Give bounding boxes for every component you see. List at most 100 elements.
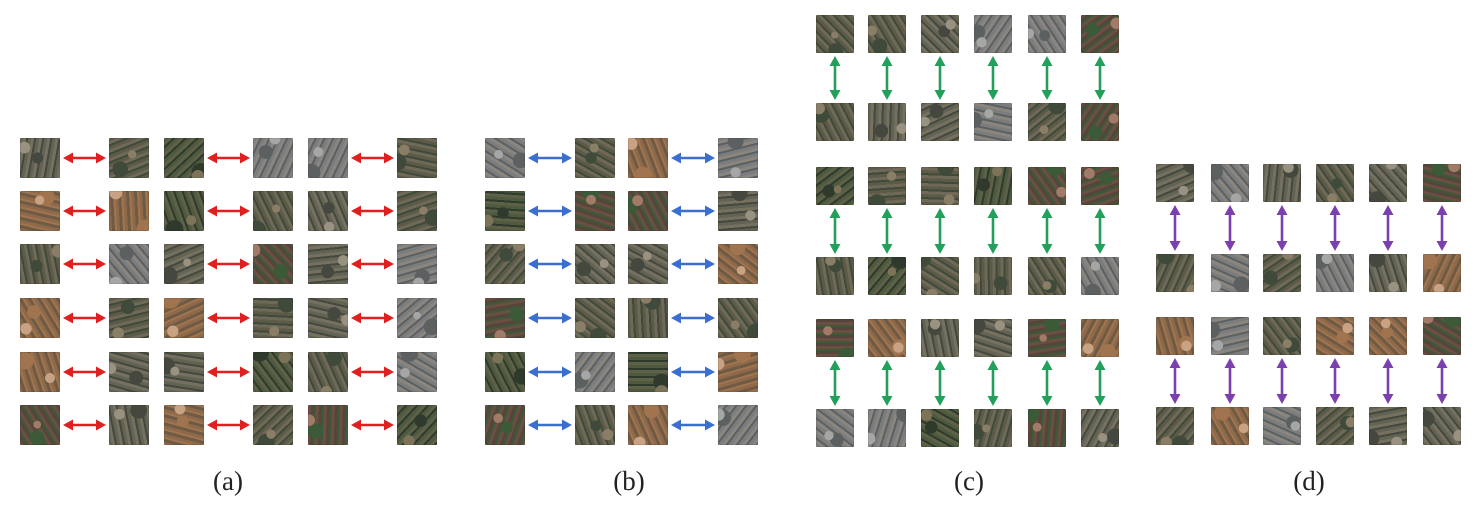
panel-d-tile-bottom-0-4 [1369,254,1407,292]
panel-a-tile-left-0-3 [20,298,60,338]
panel-d-double-arrow-icon-0-2 [1276,205,1288,251]
panel-a-tile-left-0-1 [20,191,60,231]
panel-a-tile-left-2-1 [308,191,348,231]
panel-b-tile-right-0-5 [575,405,615,445]
panel-b-double-arrow-icon-0-5 [528,419,572,431]
panel-a-tile-right-1-3 [253,298,293,338]
panel-d-tile-bottom-1-3 [1316,407,1354,445]
panel-a-tile-left-2-3 [308,298,348,338]
panel-c-double-arrow-icon-1-1 [881,208,893,254]
panel-b-tile-right-1-0 [718,138,758,178]
panel-d-tile-bottom-0-3 [1316,254,1354,292]
panel-d-double-arrow-icon-0-5 [1436,205,1448,251]
panel-c-double-arrow-icon-1-0 [829,208,841,254]
panel-b-double-arrow-icon-0-4 [528,366,572,378]
panel-b-tile-left-1-0 [628,138,668,178]
panel-d-double-arrow-icon-0-0 [1169,205,1181,251]
panel-c-tile-bottom-2-4 [1028,409,1066,447]
panel-a-tile-right-0-4 [109,352,149,392]
panel-a-tile-right-0-5 [109,405,149,445]
panel-b-tile-right-0-3 [575,298,615,338]
panel-a-double-arrow-icon-2-3 [351,312,394,324]
panel-a-tile-left-0-4 [20,352,60,392]
panel-c-tile-top-1-0 [816,167,854,205]
panel-d-tile-top-1-2 [1263,317,1301,355]
panel-c-double-arrow-icon-1-2 [934,208,946,254]
panel-a-double-arrow-icon-1-4 [207,366,250,378]
panel-b-tile-left-0-2 [485,244,525,284]
panel-b-tile-right-0-0 [575,138,615,178]
panel-c-tile-bottom-2-5 [1081,409,1119,447]
panel-b-double-arrow-icon-0-3 [528,312,572,324]
panel-b-tile-left-0-4 [485,352,525,392]
panel-c-tile-bottom-1-2 [921,257,959,295]
panel-c-tile-bottom-2-1 [868,409,906,447]
panel-a-tile-left-2-5 [308,405,348,445]
panel-b-double-arrow-icon-1-5 [671,419,715,431]
panel-b-double-arrow-icon-1-1 [671,205,715,217]
caption-c: (c) [954,466,984,496]
panel-b-tile-right-0-4 [575,352,615,392]
panel-b-double-arrow-icon-1-0 [671,152,715,164]
panel-d-tile-bottom-0-2 [1263,254,1301,292]
panel-b-tile-left-1-5 [628,405,668,445]
panel-c-tile-bottom-1-3 [974,257,1012,295]
panel-b-tile-left-0-1 [485,191,525,231]
panel-c-tile-top-1-3 [974,167,1012,205]
panel-b-double-arrow-icon-0-2 [528,258,572,270]
panel-c-tile-bottom-0-1 [868,103,906,141]
panel-c-tile-top-2-1 [868,319,906,357]
panel-a-tile-right-0-3 [109,298,149,338]
panel-d-tile-top-0-3 [1316,164,1354,202]
panel-a-tile-right-2-0 [397,138,437,178]
panel-a-double-arrow-icon-0-1 [63,205,106,217]
panel-a-double-arrow-icon-1-0 [207,152,250,164]
panel-c-tile-top-1-2 [921,167,959,205]
panel-c-tile-bottom-0-0 [816,103,854,141]
panel-b-double-arrow-icon-0-1 [528,205,572,217]
panel-a-tile-left-1-4 [164,352,204,392]
panel-c-tile-top-2-0 [816,319,854,357]
panel-d-double-arrow-icon-1-5 [1436,358,1448,404]
panel-b-tile-left-1-1 [628,191,668,231]
panel-a-tile-left-1-5 [164,405,204,445]
panel-c-tile-top-2-3 [974,319,1012,357]
panel-c-tile-top-0-3 [974,15,1012,53]
panel-c-double-arrow-icon-2-4 [1041,360,1053,406]
panel-c-tile-top-0-0 [816,15,854,53]
panel-b-tile-left-1-3 [628,298,668,338]
panel-d-tile-bottom-0-5 [1423,254,1461,292]
panel-c-tile-bottom-1-4 [1028,257,1066,295]
panel-c-tile-top-0-1 [868,15,906,53]
panel-c-double-arrow-icon-1-4 [1041,208,1053,254]
panel-c-tile-top-2-5 [1081,319,1119,357]
panel-a-tile-right-2-5 [397,405,437,445]
panel-d-tile-bottom-1-1 [1211,407,1249,445]
panel-a-tile-right-0-0 [109,138,149,178]
panel-d-tile-bottom-0-0 [1156,254,1194,292]
panel-a-tile-right-2-3 [397,298,437,338]
panel-a-tile-left-1-1 [164,191,204,231]
panel-c-tile-top-2-4 [1028,319,1066,357]
panel-d-tile-bottom-1-0 [1156,407,1194,445]
panel-a-tile-left-2-0 [308,138,348,178]
panel-d-tile-bottom-0-1 [1211,254,1249,292]
panel-c-tile-top-0-2 [921,15,959,53]
panel-b-double-arrow-icon-1-3 [671,312,715,324]
panel-d-tile-top-1-5 [1423,317,1461,355]
panel-a-tile-left-2-4 [308,352,348,392]
panel-c-double-arrow-icon-0-5 [1094,56,1106,100]
panel-a-tile-right-1-1 [253,191,293,231]
panel-b-double-arrow-icon-0-0 [528,152,572,164]
panel-c-tile-bottom-2-3 [974,409,1012,447]
panel-a-double-arrow-icon-2-2 [351,258,394,270]
panel-d-tile-top-1-1 [1211,317,1249,355]
panel-a-tile-left-2-2 [308,244,348,284]
panel-a-tile-right-1-0 [253,138,293,178]
panel-c-tile-top-0-5 [1081,15,1119,53]
panel-c-double-arrow-icon-0-3 [987,56,999,100]
panel-a-tile-right-0-1 [109,191,149,231]
panel-d-tile-top-0-4 [1369,164,1407,202]
caption-b: (b) [613,466,645,496]
panel-a-tile-right-1-2 [253,244,293,284]
